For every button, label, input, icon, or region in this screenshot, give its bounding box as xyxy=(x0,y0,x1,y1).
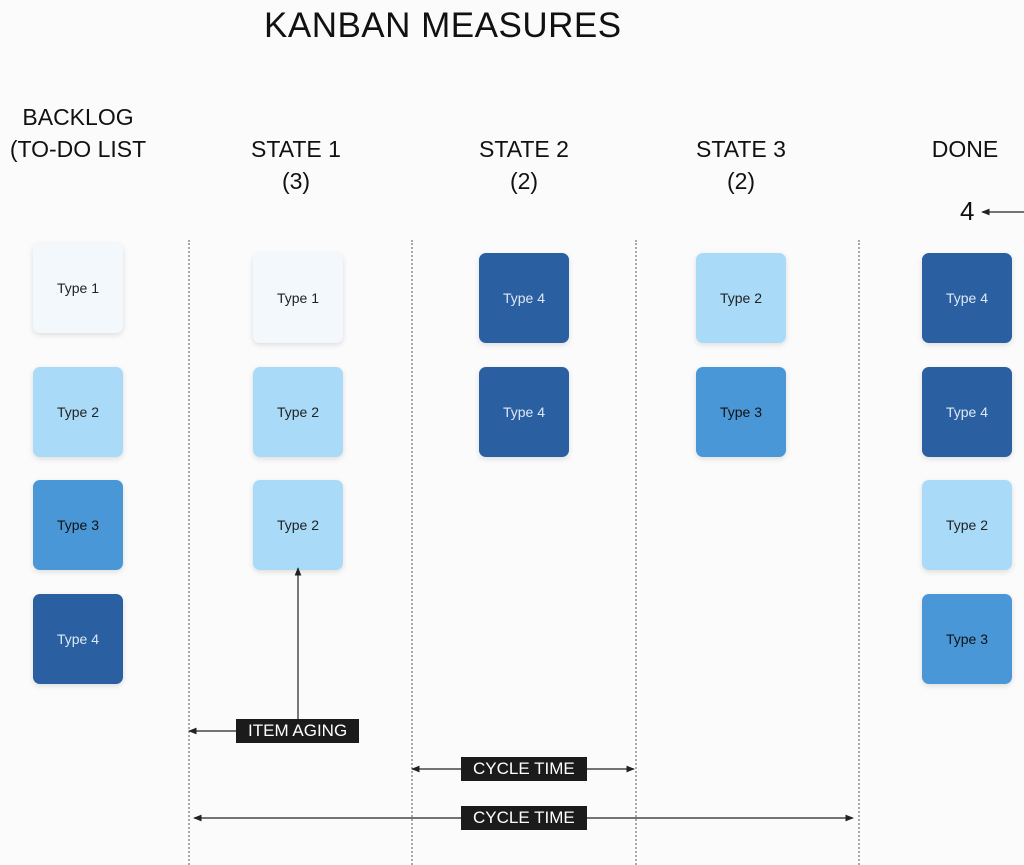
card-state1-type2-aging: Type 2 xyxy=(253,480,343,570)
column-header-line1: STATE 1 xyxy=(251,136,341,162)
card-state2-type4: Type 4 xyxy=(479,367,569,457)
card-backlog-type4: Type 4 xyxy=(33,594,123,684)
card-state1-type2: Type 2 xyxy=(253,367,343,457)
card-done-type4: Type 4 xyxy=(922,253,1012,343)
column-header-line1: STATE 2 xyxy=(479,136,569,162)
column-header-line1: DONE xyxy=(931,136,999,162)
card-done-type4: Type 4 xyxy=(922,367,1012,457)
done-count: 4 xyxy=(960,196,975,226)
column-header-state1: STATE 1 (3) xyxy=(236,133,356,197)
card-state1-type1: Type 1 xyxy=(253,253,343,343)
column-divider xyxy=(635,240,637,865)
cycle-time-long-label: CYCLE TIME xyxy=(461,806,587,830)
column-header-line2: (2) xyxy=(726,168,756,194)
column-divider xyxy=(188,240,190,865)
item-aging-label: ITEM AGING xyxy=(236,719,360,743)
card-backlog-type1: Type 1 xyxy=(33,243,123,333)
column-header-line1: BACKLOG xyxy=(22,104,134,130)
column-header-state3: STATE 3 (2) xyxy=(681,133,801,197)
column-divider xyxy=(858,240,860,865)
column-header-line2: (TO-DO LIST xyxy=(9,136,147,162)
cycle-time-short-label: CYCLE TIME xyxy=(461,757,587,781)
column-header-line2: (3) xyxy=(281,168,311,194)
diagram-title: KANBAN MEASURES xyxy=(264,6,622,45)
column-divider xyxy=(411,240,413,865)
card-state2-type4: Type 4 xyxy=(479,253,569,343)
column-header-state2: STATE 2 (2) xyxy=(464,133,584,197)
card-state3-type2: Type 2 xyxy=(696,253,786,343)
card-done-type3: Type 3 xyxy=(922,594,1012,684)
card-backlog-type2: Type 2 xyxy=(33,367,123,457)
card-backlog-type3: Type 3 xyxy=(33,480,123,570)
card-state3-type3: Type 3 xyxy=(696,367,786,457)
column-header-line1: STATE 3 xyxy=(696,136,786,162)
column-header-done: DONE xyxy=(905,133,1024,165)
card-done-type2: Type 2 xyxy=(922,480,1012,570)
column-header-backlog: BACKLOG (TO-DO LIST xyxy=(2,101,154,165)
column-header-line2: (2) xyxy=(509,168,539,194)
